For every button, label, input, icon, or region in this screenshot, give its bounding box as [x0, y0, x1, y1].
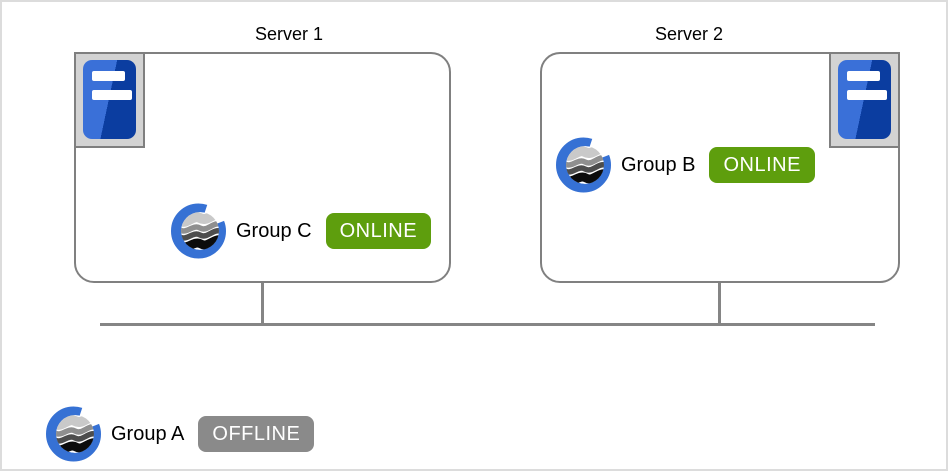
group-globe-icon — [170, 201, 230, 261]
server2-label: Server 2 — [655, 24, 724, 44]
group-row-b: Group B ONLINE — [555, 135, 815, 195]
network-bus-line — [100, 323, 875, 326]
server1-label: Server 1 — [255, 24, 324, 44]
tower-bar — [92, 71, 125, 81]
group-name: Group A — [111, 422, 185, 445]
group-row-a: Group A OFFLINE — [45, 404, 315, 464]
tower-bar — [847, 90, 887, 100]
tower-bar — [92, 90, 132, 100]
tower-server-body — [83, 60, 136, 139]
server1-connector-line — [261, 281, 264, 325]
group-name: Group C — [236, 219, 312, 242]
group-globe-icon — [45, 404, 105, 464]
group-globe-icon — [555, 135, 615, 195]
server2-connector-line — [718, 281, 721, 325]
tower-server-body — [838, 60, 891, 139]
status-badge: ONLINE — [325, 213, 432, 249]
group-row-c: Group C ONLINE — [170, 201, 432, 261]
status-badge: OFFLINE — [198, 416, 315, 452]
status-badge: ONLINE — [709, 147, 815, 183]
server1-tower-server-icon — [74, 52, 145, 148]
group-name: Group B — [621, 153, 696, 176]
server2-tower-server-icon — [829, 52, 900, 148]
tower-bar — [847, 71, 880, 81]
